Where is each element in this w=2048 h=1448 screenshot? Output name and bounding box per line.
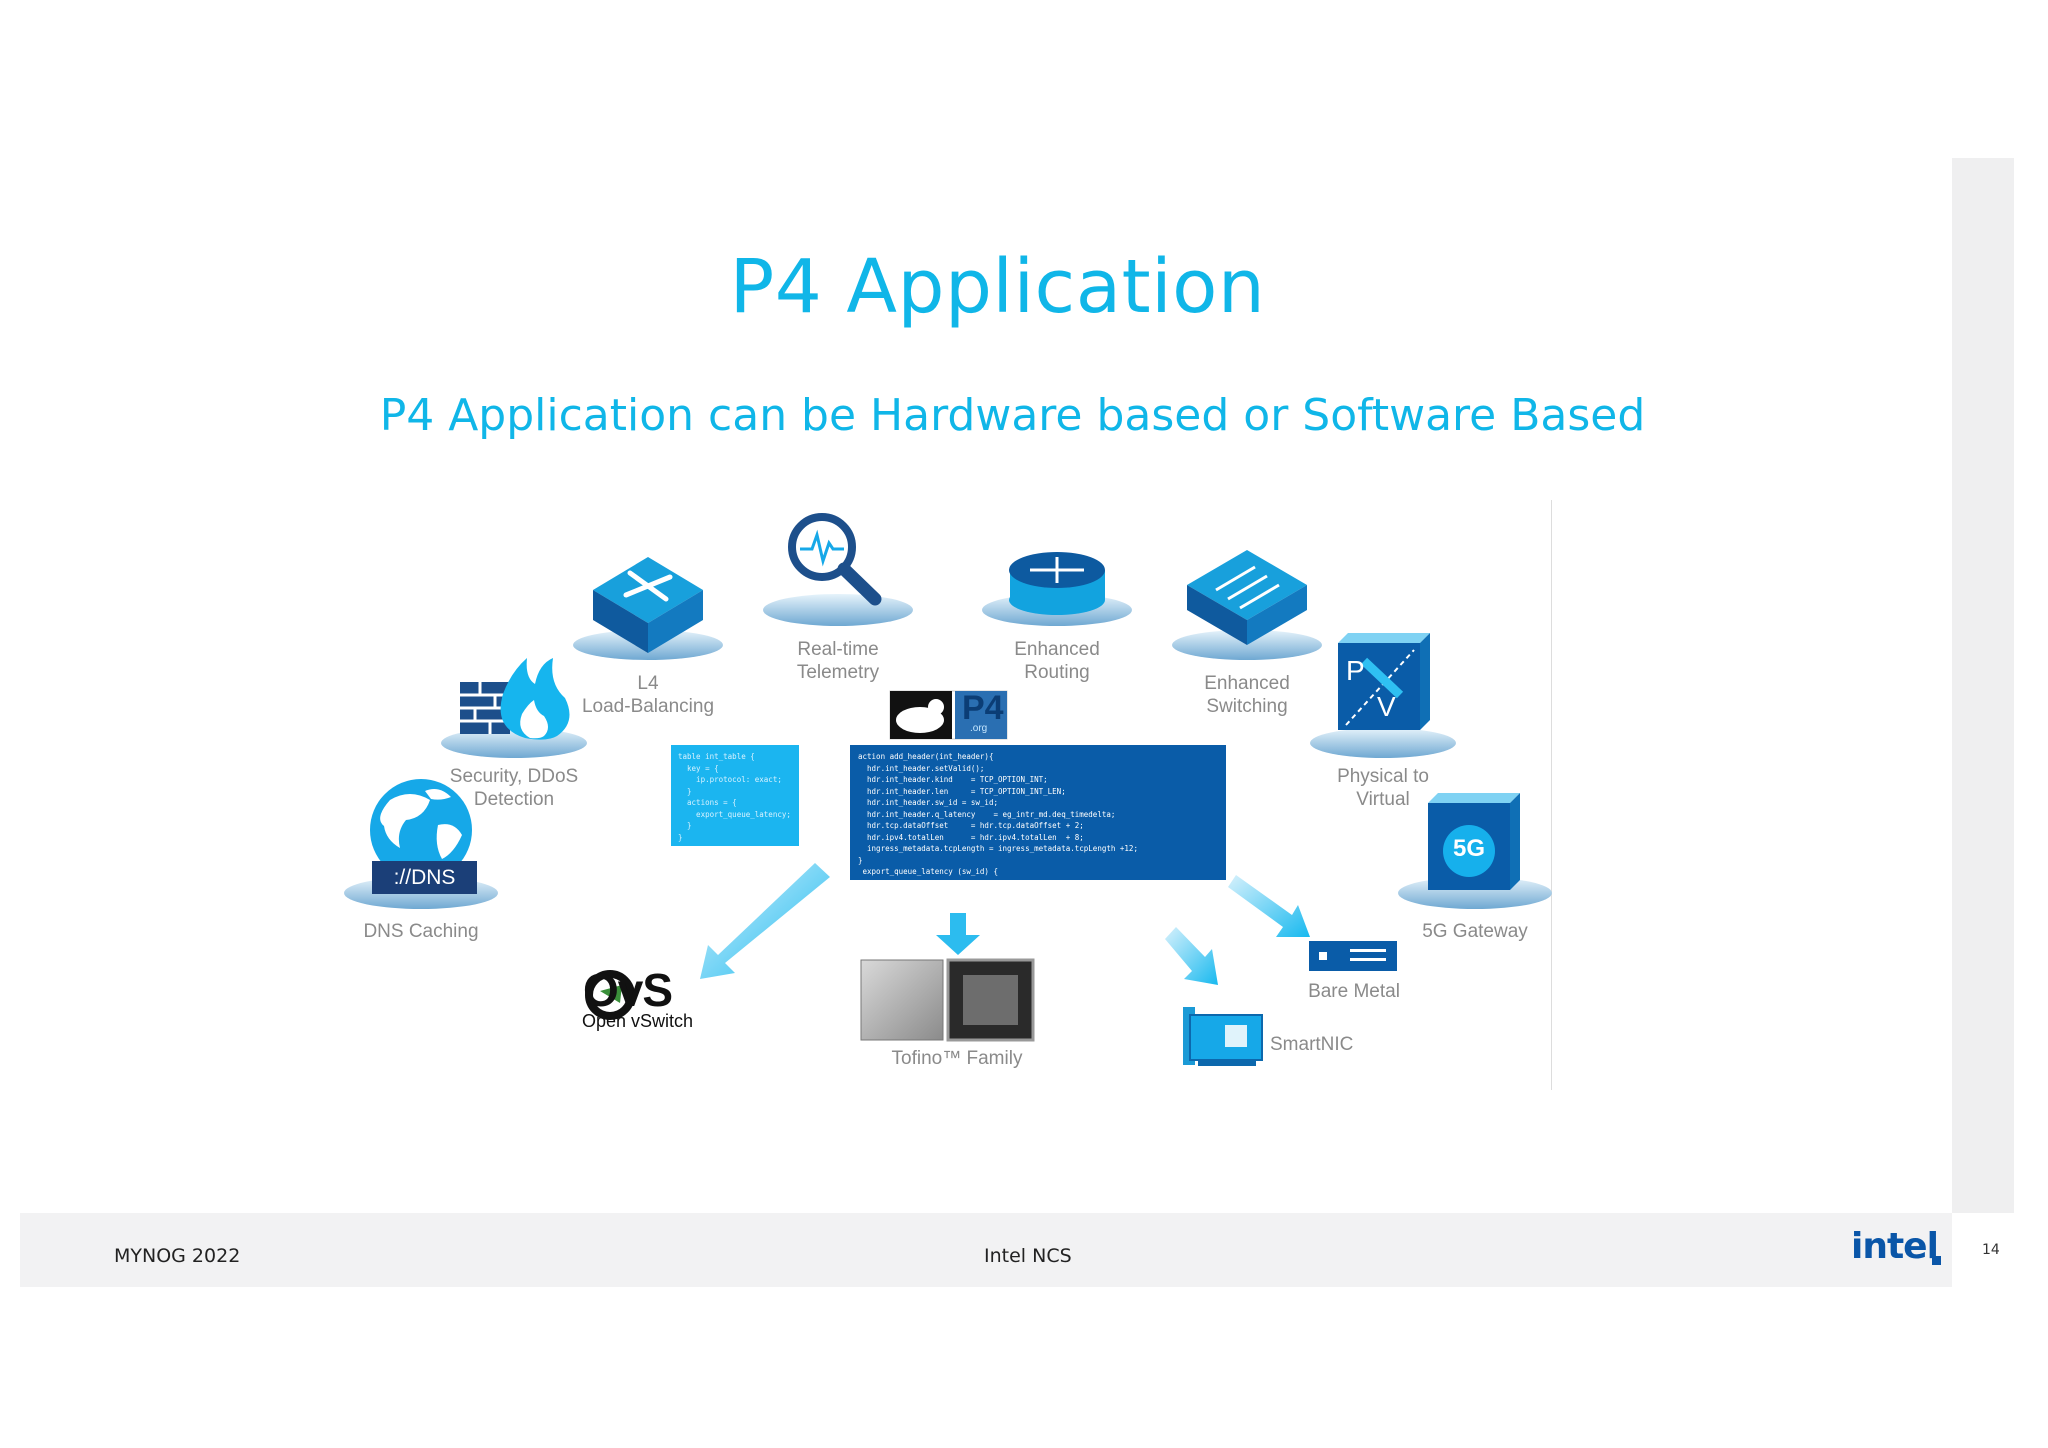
slide-subtitle: P4 Application can be Hardware based or … [379, 390, 1646, 441]
security-label-line1: Security, DDoS [449, 766, 579, 787]
p2v-platform [1310, 728, 1456, 758]
arrow-to-smartnic [1165, 927, 1218, 985]
5g-gateway-label: 5G Gateway [1422, 921, 1528, 942]
ovs-logo-icon [585, 970, 635, 1020]
routing-label-line2: Routing [1024, 662, 1090, 683]
bare-metal-label: Bare Metal [1308, 981, 1400, 1002]
telemetry-platform [763, 594, 913, 626]
side-strip [1952, 158, 2014, 1213]
p2v-label-line1: Physical to [1337, 766, 1429, 787]
diagram-graphics [344, 500, 1552, 1090]
smartnic-card-icon [1183, 1007, 1263, 1066]
firewall-flame-icon [460, 658, 570, 740]
globe-icon [370, 779, 472, 881]
p2v-badge-v: V [1377, 691, 1396, 722]
footer-org: Intel NCS [984, 1245, 1072, 1267]
smartnic-label: SmartNIC [1270, 1034, 1354, 1055]
p4-application-diagram: DNS Caching ://DNS Security, DDoS Detect… [330, 495, 1552, 1095]
router-icon [1009, 552, 1105, 615]
slide-title: P4 Application [729, 244, 1266, 330]
bare-metal-server-icon [1309, 941, 1397, 971]
routing-label-line1: Enhanced [1014, 639, 1100, 660]
l4-label-line1: L4 [637, 673, 659, 694]
arrow-to-ovs [700, 863, 830, 979]
telemetry-label-line1: Real-time [797, 639, 879, 660]
ovs-logo-text: OvS [583, 964, 673, 1016]
p4-logo-suffix: .org [970, 723, 988, 734]
5g-badge: 5G [1452, 835, 1485, 862]
telemetry-label-line2: Telemetry [796, 662, 880, 683]
dns-caching-label: DNS Caching [363, 921, 479, 942]
arrow-to-baremetal [1228, 875, 1310, 937]
dns-badge-box [372, 861, 477, 894]
p2v-badge-p: P [1346, 655, 1365, 686]
footer-event: MYNOG 2022 [114, 1245, 241, 1267]
switching-label-line2: Switching [1206, 696, 1288, 717]
intel-logo: intel [1851, 1226, 1939, 1267]
arrow-to-tofino [936, 913, 980, 955]
tofino-family-label: Tofino™ Family [891, 1048, 1023, 1069]
dns-badge: ://DNS [393, 866, 456, 889]
page-number: 14 [1982, 1242, 2000, 1258]
ovs-name: Open vSwitch [582, 1011, 694, 1031]
load-balancer-cube-icon [593, 557, 703, 653]
switch-cube-icon [1187, 550, 1307, 645]
p4-logo-icon [889, 690, 1008, 740]
security-label-line2: Detection [473, 789, 555, 810]
code-block-large: action add_header(int_header){ hdr.int_h… [858, 752, 1138, 876]
5g-cube-icon [1428, 793, 1520, 890]
p2v-label-line2: Virtual [1356, 789, 1410, 810]
switching-label-line1: Enhanced [1204, 673, 1290, 694]
code-block-small-bg [671, 745, 799, 846]
intel-logo-dot [1932, 1256, 1941, 1265]
tofino-chip-icon [860, 958, 1035, 1042]
physical-virtual-icon [1338, 633, 1430, 730]
l4-label-line2: Load-Balancing [581, 696, 715, 717]
p4-logo-text: P4 [962, 689, 1004, 727]
magnifier-icon [788, 513, 882, 606]
code-block-large-bg [850, 745, 1226, 880]
footer-bar [20, 1213, 1952, 1287]
code-block-small: table int_table { key = { ip.protocol: e… [678, 752, 791, 842]
